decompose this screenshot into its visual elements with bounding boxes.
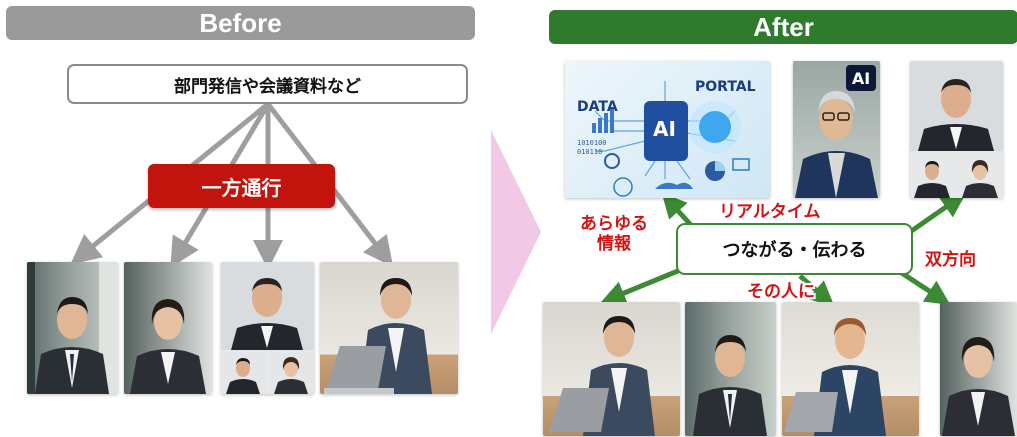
person-photo-man-laptop	[320, 262, 458, 394]
person-photo-man-suit-1	[27, 262, 118, 394]
label-all-info: あらゆる 情報	[580, 214, 648, 254]
binary-text-1: 1010100	[577, 139, 607, 147]
after-title: After	[753, 11, 814, 42]
after-woman-illustration	[942, 337, 1015, 436]
portal-text: PORTAL	[695, 79, 756, 95]
woman-suit-illustration	[130, 299, 206, 394]
person-photo-collage-after	[910, 61, 1003, 198]
arrow-down-center	[798, 274, 835, 307]
person-photo-ai-man: AI	[793, 61, 880, 198]
after-banner: After	[549, 10, 1017, 44]
arrow-up-right	[908, 192, 967, 235]
label-realtime: リアルタイム	[719, 202, 821, 222]
person-photo-after-laptop-2	[782, 302, 919, 436]
person-photo-after-man-suit	[685, 302, 776, 436]
one-way-label: 一方通行	[201, 175, 282, 200]
man-suit-illustration	[27, 262, 118, 394]
transition-chevron	[491, 130, 541, 334]
source-box: 部門発信や会議資料など	[67, 64, 468, 104]
after-laptop-1-illustration	[549, 316, 655, 436]
ai-man-illustration	[795, 91, 878, 198]
one-way-box: 一方通行	[148, 164, 335, 208]
source-label: 部門発信や会議資料など	[174, 76, 361, 97]
person-photo-after-laptop-1	[543, 302, 680, 436]
collage-illustration	[221, 262, 314, 394]
before-title: Before	[199, 7, 282, 38]
before-banner: Before	[6, 6, 475, 40]
person-photo-woman-suit	[124, 262, 212, 394]
collage-after-illustration	[910, 61, 1003, 198]
binary-text-2: 010110	[577, 148, 603, 156]
after-laptop-2-illustration	[784, 318, 886, 436]
label-to-person: その人に	[747, 282, 815, 302]
after-man-suit-illustration	[693, 335, 767, 436]
ai-badge: AI	[846, 65, 876, 91]
person-photo-collage	[221, 262, 314, 394]
label-all-info-line1: あらゆる	[580, 214, 648, 234]
ai-chip-text: AI	[653, 117, 676, 141]
ai-portal-illustration	[592, 81, 750, 197]
ai-badge-text: AI	[851, 68, 871, 88]
connect-label: つながる・伝わる	[722, 240, 867, 261]
before-arrows	[70, 102, 394, 270]
data-text: DATA	[577, 99, 618, 115]
ai-portal-graphic: DATA PORTAL AI 1010100 010110	[565, 61, 770, 198]
man-laptop-illustration	[324, 278, 432, 394]
label-all-info-line2: 情報	[597, 234, 631, 254]
connect-box: つながる・伝わる	[676, 223, 913, 275]
ai-chip	[644, 101, 688, 161]
person-photo-after-woman	[940, 302, 1017, 436]
label-bidirectional: 双方向	[925, 250, 976, 270]
